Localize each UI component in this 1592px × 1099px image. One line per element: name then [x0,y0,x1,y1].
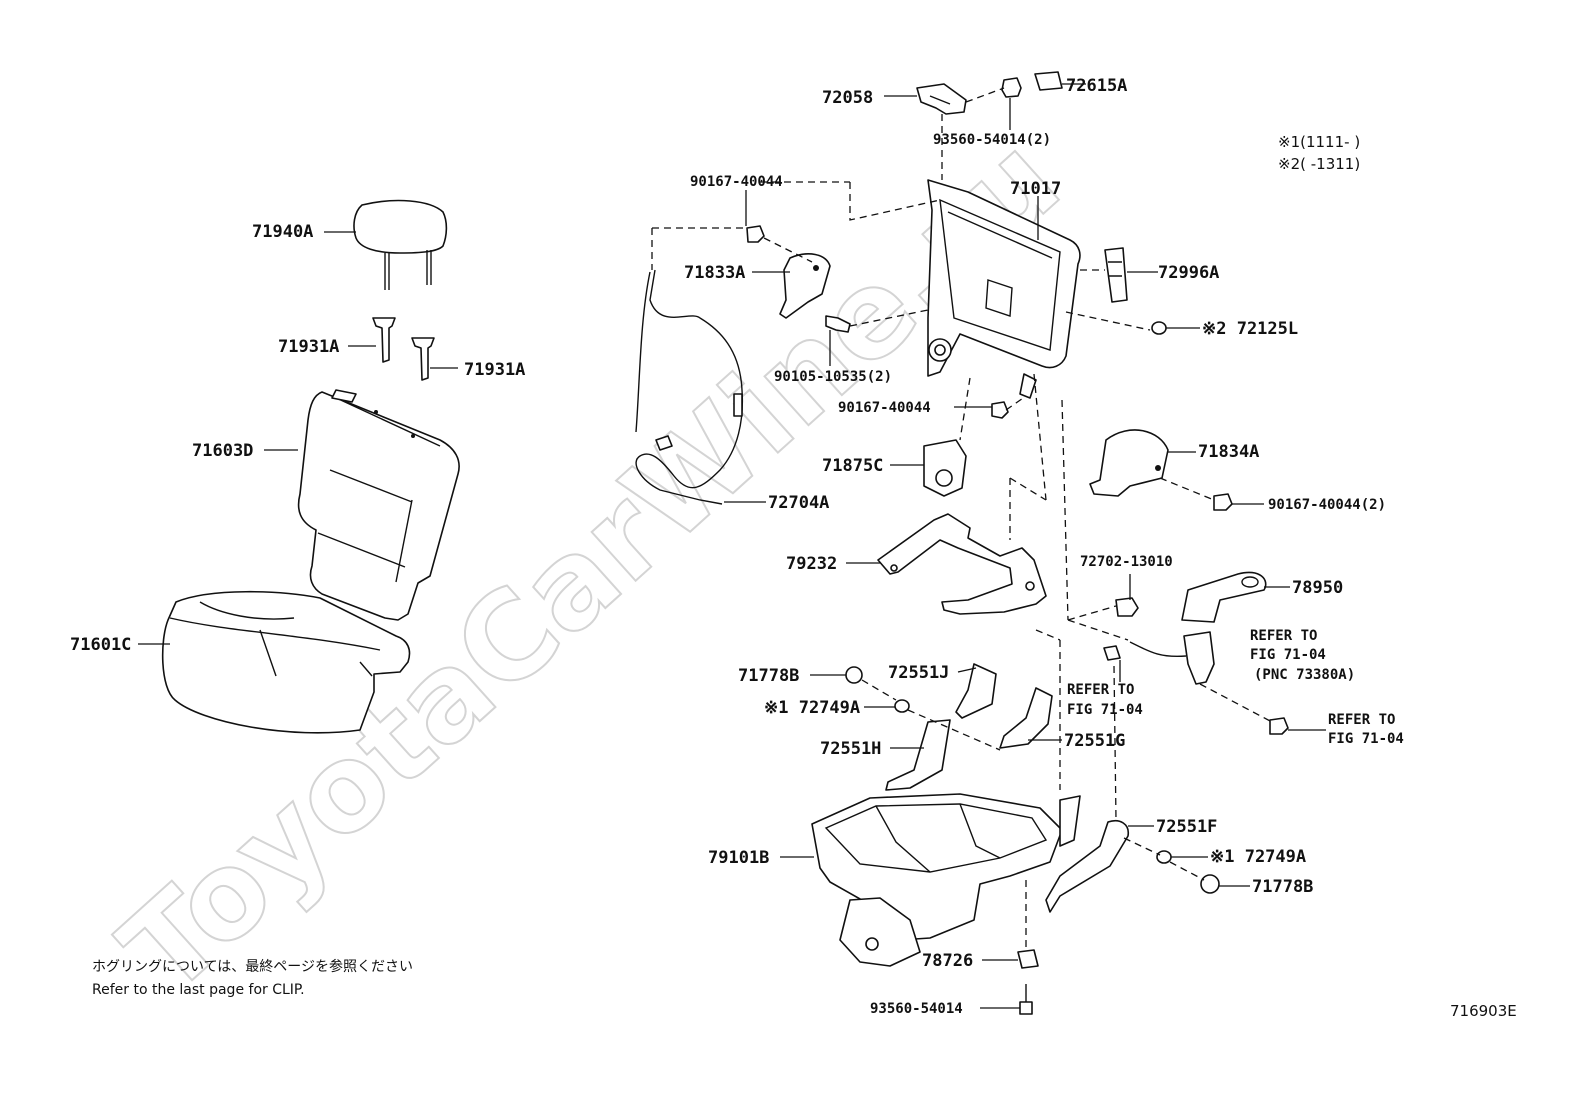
hinge-cover[interactable] [916,83,967,115]
headrest-guide-right[interactable] [411,337,435,381]
bolt-90167-right[interactable] [1213,493,1233,511]
bolt-90167-upper[interactable] [746,225,765,243]
label-71931A-left: 71931A [278,337,339,357]
release-cable[interactable] [635,269,744,505]
lock-assembly[interactable] [1104,247,1128,303]
label-71834A: 71834A [1198,442,1259,462]
label-72996A: 72996A [1158,263,1219,283]
bolt-90105[interactable] [825,315,851,333]
leader-lines [138,83,1326,1009]
label-78950: 78950 [1292,578,1343,598]
recliner-cover-right[interactable] [1089,429,1169,497]
label-71833A: 71833A [684,263,745,283]
bolt-refer[interactable] [1269,717,1289,735]
nut-72749A-right[interactable] [1156,850,1172,864]
refer-1-line2: FIG 71-04 [1250,647,1326,663]
label-78726: 78726 [922,951,973,971]
cushion-frame-79101B[interactable] [811,793,1081,967]
label-72615A: 72615A [1066,76,1127,96]
clip[interactable] [1034,71,1063,91]
label-72749A-right: ※1 72749A [1210,847,1306,867]
clip-refer[interactable] [1103,645,1121,661]
cap-71778B-right[interactable] [1200,874,1220,894]
label-72702-13010: 72702-13010 [1080,554,1173,570]
legend-2: ※2( -1311) [1278,155,1360,173]
strap-78950[interactable] [1181,571,1267,623]
assembly-lines [651,87,1273,952]
label-72551G: 72551G [1064,731,1125,751]
nut-72749A-left[interactable] [894,699,910,713]
seat-cushion-cover[interactable] [161,590,411,734]
recliner-cover-inner[interactable] [923,439,967,497]
label-71940A: 71940A [252,222,313,242]
seatbelt-buckle[interactable] [1129,631,1215,685]
legend-1: ※1(1111- ) [1278,133,1360,151]
figure-id: 716903E [1450,1002,1517,1020]
refer-note-bolt[interactable]: REFER TO FIG 71-04 [1328,712,1404,747]
label-90167-40044-mid: 90167-40044 [838,400,931,416]
refer-1-line3: (PNC 73380A) [1254,667,1355,683]
label-71778B-right: 71778B [1252,877,1313,897]
label-72058: 72058 [822,88,873,108]
label-71017: 71017 [1010,179,1061,199]
label-72749A-left: ※1 72749A [764,698,860,718]
headrest-guide-left[interactable] [372,317,396,363]
label-72551J: 72551J [888,663,949,683]
label-72551H: 72551H [820,739,881,759]
recliner-cover-left[interactable] [779,253,831,319]
refer-note-buckle[interactable]: REFER TO FIG 71-04 (PNC 73380A) [1250,628,1355,683]
label-72125L: ※2 72125L [1202,319,1298,339]
refer-1-line1: REFER TO [1250,628,1317,644]
clip-note-jp: ホグリングについては、最終ページを参照ください [92,958,413,975]
cap-71778B-left[interactable] [845,666,863,684]
refer-2-line2: FIG 71-04 [1067,702,1143,718]
refer-3-line2: FIG 71-04 [1328,731,1404,747]
cover-72551F[interactable] [1045,820,1130,913]
bolt-72702[interactable] [1115,597,1139,617]
seat-back-cover[interactable] [297,389,460,621]
clip-note-en: Refer to the last page for CLIP. [92,982,305,998]
link-bracket-79232[interactable] [877,513,1047,615]
label-71603D: 71603D [192,441,253,461]
label-71931A-right: 71931A [464,360,525,380]
cover-72551H[interactable] [885,719,951,791]
label-71875C: 71875C [822,456,883,476]
label-90167-40044-top: 90167-40044 [690,174,783,190]
label-79232: 79232 [786,554,837,574]
refer-2-line1: REFER TO [1067,682,1134,698]
bolt-top[interactable] [1001,77,1022,98]
label-93560-54014: 93560-54014 [870,1001,963,1017]
block-78726[interactable] [1017,949,1039,969]
label-79101B: 79101B [708,848,769,868]
label-72704A: 72704A [768,493,829,513]
headrest[interactable] [353,199,448,290]
label-90167-40044-2: 90167-40044(2) [1268,497,1386,513]
cover-72551J[interactable] [955,663,997,719]
bolt-93560-bottom[interactable] [1019,984,1033,1015]
label-72551F: 72551F [1156,817,1217,837]
bolt-90167-mid[interactable] [991,401,1009,419]
label-90105-10535: 90105-10535(2) [774,369,892,385]
cover-72551G[interactable] [999,687,1053,749]
label-71778B-left: 71778B [738,666,799,686]
seatback-frame[interactable] [927,179,1081,399]
label-71601C: 71601C [70,635,131,655]
cap-72125L[interactable] [1151,321,1167,335]
label-93560-54014-2: 93560-54014(2) [933,132,1051,148]
refer-3-line1: REFER TO [1328,712,1395,728]
refer-note-clip[interactable]: REFER TO FIG 71-04 [1067,682,1143,718]
